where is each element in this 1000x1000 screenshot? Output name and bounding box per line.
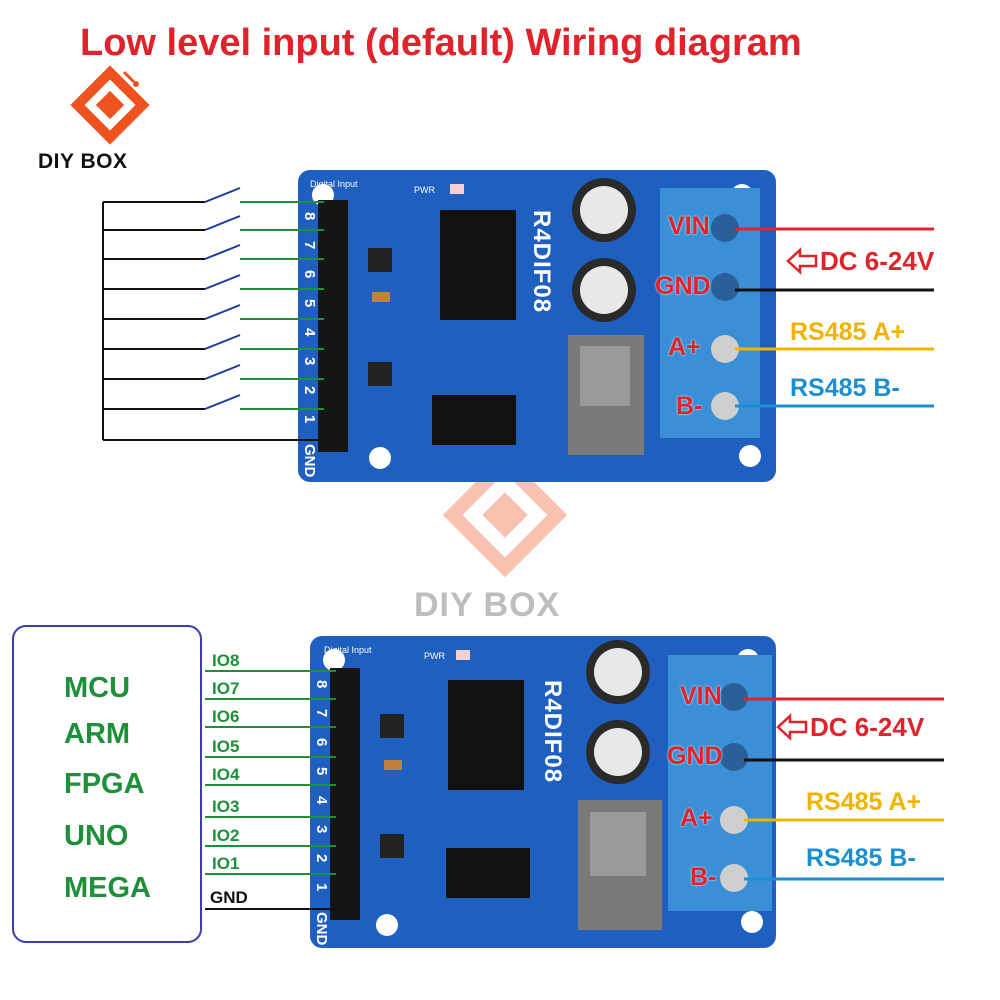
switch-icon xyxy=(204,394,241,410)
io-label-6: IO6 xyxy=(212,707,240,726)
silk-pin-7: 7 xyxy=(301,241,318,250)
board-label-bottom: R4DIF08 xyxy=(539,680,566,784)
io-label-1: IO1 xyxy=(212,854,240,873)
silk-pin-5: 5 xyxy=(313,767,330,776)
io-label-2: IO2 xyxy=(212,826,240,845)
silk-pin-gnd: GND xyxy=(313,912,330,946)
switch-rows-top xyxy=(103,187,324,410)
silk-pwr-top: PWR xyxy=(414,185,435,195)
controller-type-fpga: FPGA xyxy=(64,768,145,800)
pin-header-top xyxy=(318,200,348,452)
silk-pin-3: 3 xyxy=(301,357,318,366)
switch-icon xyxy=(204,334,241,350)
rs485-a-label-bottom: RS485 A+ xyxy=(806,788,922,816)
controller-type-uno: UNO xyxy=(64,820,129,852)
switch-icon xyxy=(204,274,241,290)
switch-row-8 xyxy=(103,187,324,203)
silk-pin-8: 8 xyxy=(301,212,318,221)
switch-row-4 xyxy=(103,304,324,320)
silk-pin-7: 7 xyxy=(313,709,330,718)
switch-row-2 xyxy=(103,364,324,380)
silk-pin-1: 1 xyxy=(313,883,330,892)
power-arrow-icon-bottom xyxy=(776,713,808,741)
switch-icon xyxy=(204,215,241,231)
silk-digital-input-top: Digital Input xyxy=(310,179,358,189)
io-label-7: IO7 xyxy=(212,679,240,698)
gnd-wire-label: GND xyxy=(210,888,248,907)
silk-pin-1: 1 xyxy=(301,415,318,424)
watermark-logo-icon xyxy=(442,452,568,578)
switch-row-1 xyxy=(103,394,324,410)
terminal-b-bottom: B- xyxy=(690,863,717,891)
rs485-b-label-bottom: RS485 B- xyxy=(806,844,916,872)
board-top xyxy=(298,170,776,482)
controller-type-mcu: MCU xyxy=(64,672,131,704)
switch-wiring-top xyxy=(102,202,324,441)
io-label-4: IO4 xyxy=(212,765,240,784)
switch-row-5 xyxy=(103,274,324,290)
io-label-8: IO8 xyxy=(212,651,240,670)
rs485-b-label-top: RS485 B- xyxy=(790,374,900,402)
terminal-vin-bottom: VIN xyxy=(680,682,722,710)
silk-pin-6: 6 xyxy=(301,270,318,279)
silk-pin-5: 5 xyxy=(301,299,318,308)
terminal-gnd-bottom: GND xyxy=(667,742,723,770)
power-arrow-icon-top xyxy=(786,247,818,275)
page-title: Low level input (default) Wiring diagram xyxy=(80,22,802,64)
terminal-gnd-top: GND xyxy=(655,272,711,300)
silk-pwr-bottom: PWR xyxy=(424,651,445,661)
io-wires-bottom xyxy=(205,670,336,875)
io-label-5: IO5 xyxy=(212,737,240,756)
pin-header-bottom xyxy=(330,668,360,920)
switch-icon xyxy=(204,304,241,320)
silk-pin-3: 3 xyxy=(313,825,330,834)
board-bottom xyxy=(310,636,776,948)
silk-pin-gnd: GND xyxy=(301,444,318,478)
terminal-b-top: B- xyxy=(676,392,703,420)
controller-box xyxy=(12,625,202,943)
silk-pin-2: 2 xyxy=(301,386,318,395)
rs485-a-label-top: RS485 A+ xyxy=(790,318,906,346)
terminal-vin-top: VIN xyxy=(668,212,710,240)
terminal-a-bottom: A+ xyxy=(680,804,713,832)
power-label-bottom: DC 6-24V xyxy=(810,712,925,742)
silk-pin-8: 8 xyxy=(313,680,330,689)
switch-icon xyxy=(204,364,241,380)
terminal-a-top: A+ xyxy=(668,333,701,361)
chip-ic-top xyxy=(440,210,516,320)
switch-row-7 xyxy=(103,215,324,231)
silk-pin-2: 2 xyxy=(313,854,330,863)
switch-row-6 xyxy=(103,244,324,260)
controller-type-arm: ARM xyxy=(64,718,131,750)
logo-text: DIY BOX xyxy=(38,150,128,173)
controller-type-mega: MEGA xyxy=(64,872,151,904)
silk-pin-4: 4 xyxy=(313,796,330,805)
switch-icon xyxy=(204,187,241,203)
watermark-text: DIY BOX xyxy=(414,586,561,624)
silk-digital-input-bottom: Digital Input xyxy=(324,645,372,655)
silk-pin-4: 4 xyxy=(301,328,318,337)
io-label-3: IO3 xyxy=(212,797,240,816)
diy-box-logo-icon xyxy=(70,65,150,145)
silk-pin-6: 6 xyxy=(313,738,330,747)
chip-ic-bottom xyxy=(448,680,524,790)
switch-icon xyxy=(204,244,241,260)
switch-row-3 xyxy=(103,334,324,350)
power-label-top: DC 6-24V xyxy=(820,246,935,276)
board-label-top: R4DIF08 xyxy=(528,210,555,314)
